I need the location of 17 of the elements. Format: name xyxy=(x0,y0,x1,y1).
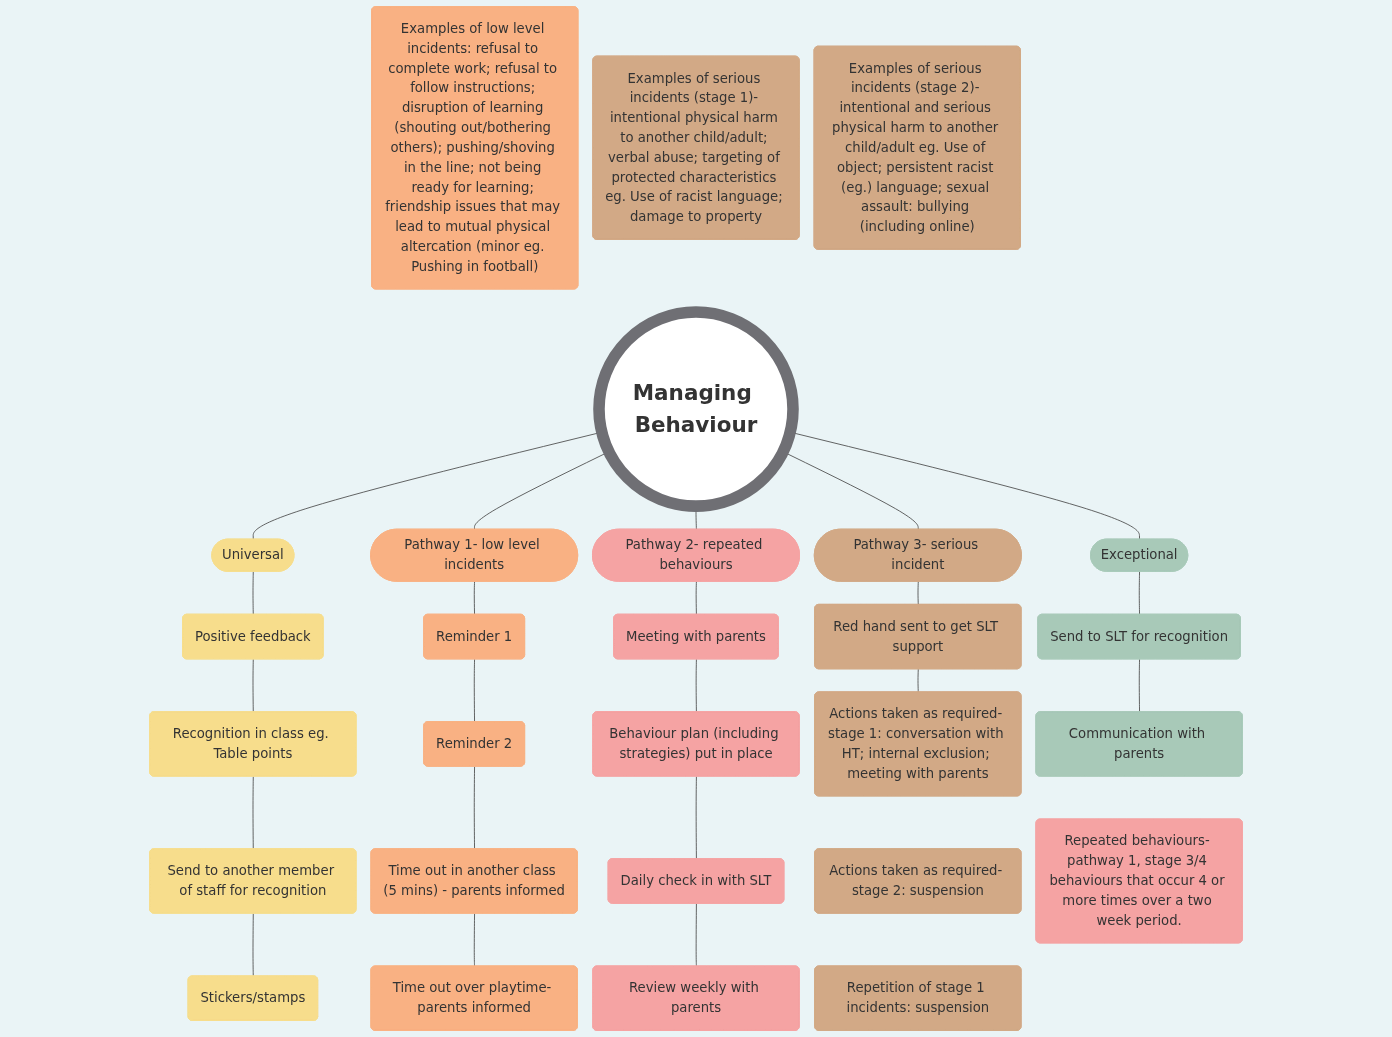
connector xyxy=(473,658,475,723)
connector xyxy=(252,776,254,850)
connector xyxy=(917,668,919,693)
connector xyxy=(473,913,475,967)
connector xyxy=(252,913,254,977)
node-circle: Managing Behaviour xyxy=(593,306,799,512)
connector xyxy=(1138,658,1140,713)
connector xyxy=(1138,571,1140,616)
connector xyxy=(695,776,697,860)
connector xyxy=(473,581,475,616)
connector xyxy=(917,581,919,606)
connector xyxy=(473,766,475,850)
connector xyxy=(252,571,254,616)
connector xyxy=(252,658,254,713)
connector xyxy=(695,903,697,967)
connector xyxy=(695,581,697,616)
connector xyxy=(695,658,697,713)
